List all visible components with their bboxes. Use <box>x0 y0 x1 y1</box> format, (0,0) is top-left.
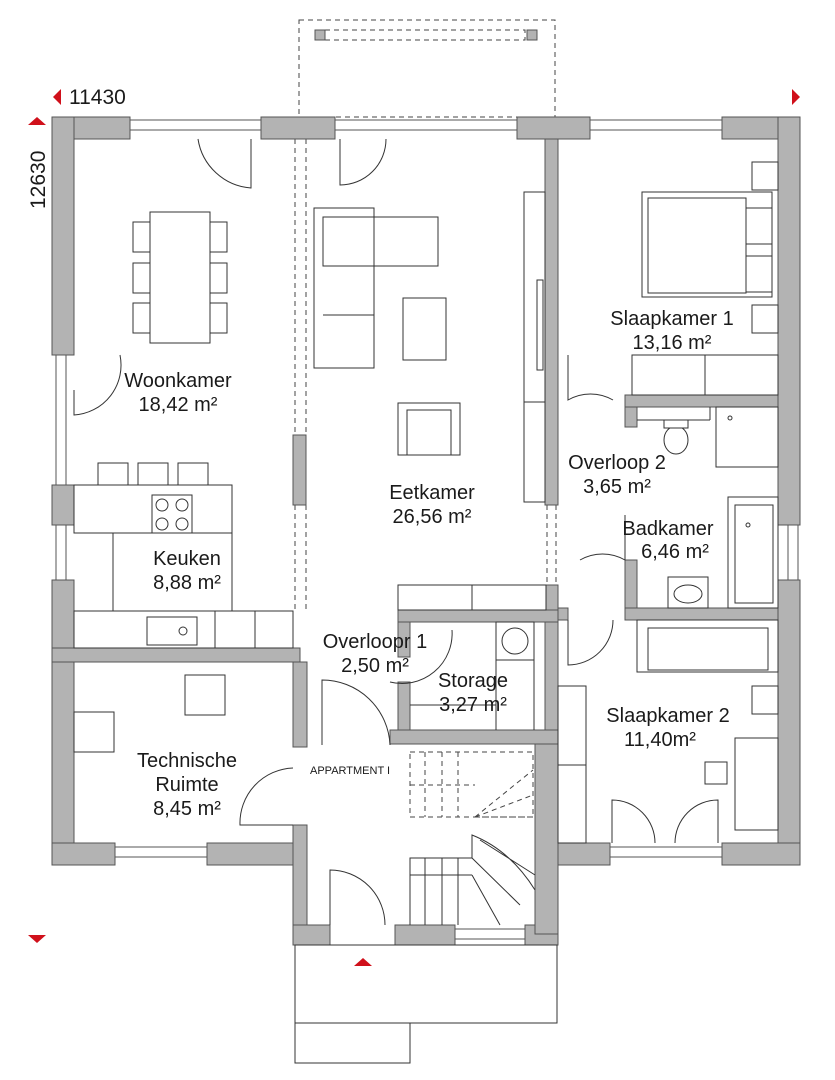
room-name-overloop2: Overloop 2 <box>568 452 666 474</box>
entrance-steps <box>294 944 558 1064</box>
room-area-technische: 8,45 m² <box>153 798 221 820</box>
room-name-overloopr1: Overloopr 1 <box>323 631 428 653</box>
furniture <box>73 161 779 844</box>
width-dimension: 11430 <box>69 86 126 109</box>
height-dimension: 12630 <box>27 151 50 209</box>
doors <box>73 138 719 926</box>
room-area-keuken: 8,88 m² <box>153 572 221 594</box>
marker-down-arrow-icon <box>28 935 46 943</box>
room-name-technische-2: Ruimte <box>155 774 218 796</box>
walls <box>51 116 801 946</box>
marker-right-arrow-icon <box>792 89 800 105</box>
room-area-overloopr1: 2,50 m² <box>341 655 409 677</box>
room-name-eetkamer: Eetkamer <box>389 482 475 504</box>
entrance-arrow-icon <box>354 958 372 966</box>
room-name-woonkamer: Woonkamer <box>124 370 232 392</box>
room-area-eetkamer: 26,56 m² <box>393 506 472 528</box>
room-name-badkamer: Badkamer <box>622 518 713 540</box>
staircase <box>409 751 536 926</box>
room-name-storage: Storage <box>438 670 508 692</box>
room-area-storage: 3,27 m² <box>439 694 507 716</box>
windows <box>55 119 799 940</box>
room-area-woonkamer: 18,42 m² <box>139 394 218 416</box>
room-name-technische-1: Technische <box>137 750 237 772</box>
room-area-badkamer: 6,46 m² <box>641 541 709 563</box>
balcony-outline <box>294 19 557 610</box>
marker-left-arrow-icon <box>53 89 61 105</box>
entrance-label: APPARTMENT I <box>310 765 390 777</box>
room-name-slaapkamer1: Slaapkamer 1 <box>610 308 733 330</box>
room-area-slaapkamer1: 13,16 m² <box>633 332 712 354</box>
room-name-keuken: Keuken <box>153 548 221 570</box>
marker-up-arrow-icon <box>28 117 46 125</box>
room-area-slaapkamer2: 11,40m² <box>624 729 696 751</box>
room-area-overloop2: 3,65 m² <box>583 476 651 498</box>
room-name-slaapkamer2: Slaapkamer 2 <box>606 705 729 727</box>
